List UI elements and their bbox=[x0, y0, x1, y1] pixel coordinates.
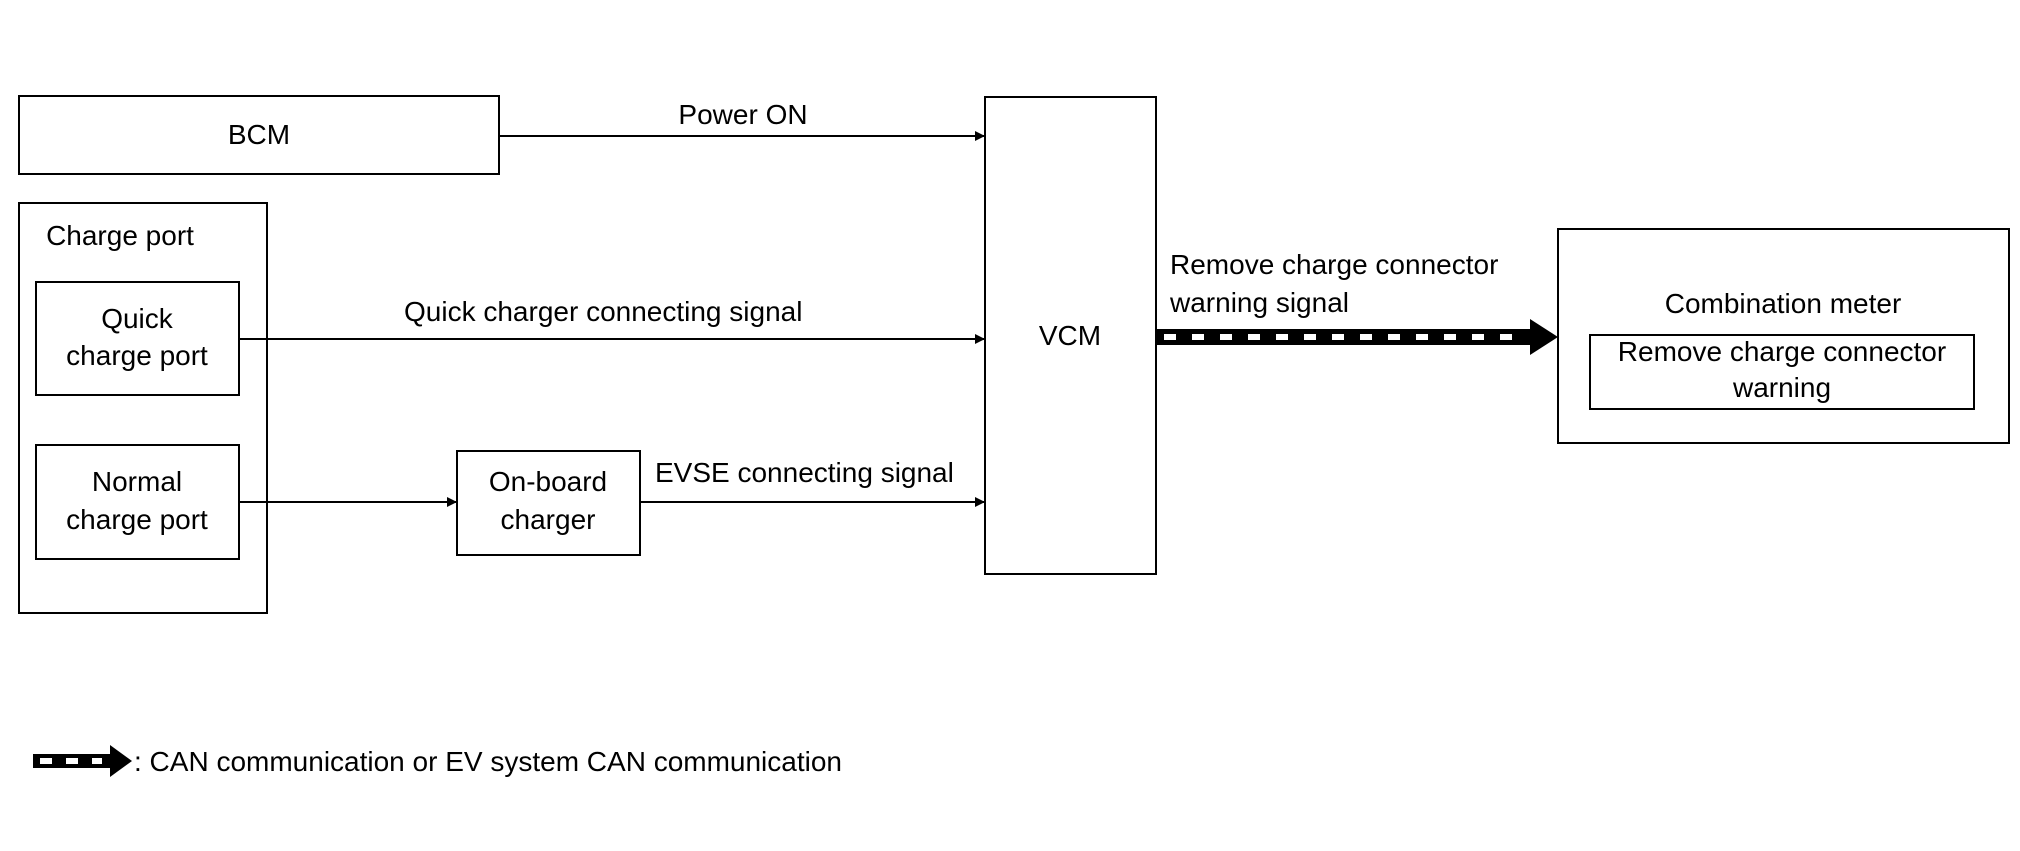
evse-signal-label: EVSE connecting signal bbox=[655, 457, 954, 488]
vcm-block bbox=[984, 96, 1157, 575]
quick-signal-label: Quick charger connecting signal bbox=[404, 296, 802, 327]
warning-indicator-block bbox=[1589, 334, 1975, 410]
bcm-block bbox=[18, 95, 500, 175]
quick-charge-port-block bbox=[35, 281, 240, 396]
combination-meter-label: Combination meter bbox=[1665, 288, 1902, 319]
can-legend-symbol bbox=[33, 745, 132, 777]
quick-charge-port-label-line2: charge port bbox=[66, 340, 208, 371]
on-board-charger-label-line2: charger bbox=[501, 504, 596, 535]
warning-indicator-label-line2: warning bbox=[1732, 372, 1831, 403]
normal-charge-port-label-line1: Normal bbox=[92, 466, 182, 497]
bcm-label: BCM bbox=[228, 119, 290, 150]
on-board-charger-block bbox=[456, 450, 641, 556]
normal-charge-port-block bbox=[35, 444, 240, 560]
on-board-charger-label-line1: On-board bbox=[489, 466, 607, 497]
warning-indicator-label-line1: Remove charge connector bbox=[1618, 336, 1946, 367]
warning-signal-label-line1: Remove charge connector bbox=[1170, 249, 1498, 280]
can-warning-signal-arrow bbox=[1156, 319, 1558, 355]
charge-port-label: Charge port bbox=[46, 220, 194, 251]
normal-charge-port-label-line2: charge port bbox=[66, 504, 208, 535]
warning-signal-label-line2: warning signal bbox=[1169, 287, 1349, 318]
quick-charge-port-label-line1: Quick bbox=[101, 303, 174, 334]
legend-label: : CAN communication or EV system CAN com… bbox=[134, 746, 842, 777]
power-on-label: Power ON bbox=[678, 99, 807, 130]
vcm-label: VCM bbox=[1039, 320, 1101, 351]
